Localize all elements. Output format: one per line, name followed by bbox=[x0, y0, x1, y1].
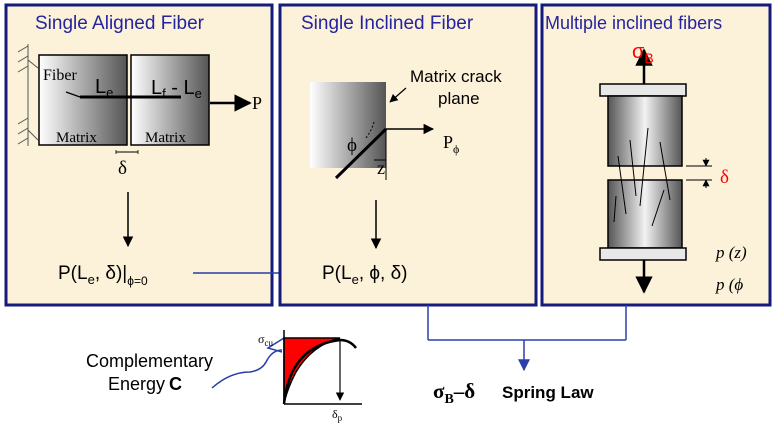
matrix-block-right bbox=[130, 54, 210, 146]
pz-label: p (z) bbox=[715, 243, 747, 262]
fiber-leader-line bbox=[65, 91, 81, 98]
top-grip-plate bbox=[599, 83, 687, 97]
panel-single-inclined-fiber: Single Inclined Fiber Matrix crack plane… bbox=[278, 3, 538, 307]
panel-multiple-title: Multiple inclined fibers bbox=[545, 13, 722, 33]
panel-aligned-title: Single Aligned Fiber bbox=[35, 13, 205, 34]
phi-angle-arc bbox=[365, 121, 375, 139]
crack-pointer-arrow bbox=[389, 87, 407, 103]
aligned-result-formula: P(Le, δ)|ϕ=0 bbox=[58, 263, 148, 288]
crack-label-line2: plane bbox=[438, 89, 480, 108]
z-label: z bbox=[377, 158, 385, 178]
inclined-load-label: Pϕ bbox=[443, 132, 459, 156]
delta-p-label: δp bbox=[332, 407, 343, 423]
multiple-delta-label: δ bbox=[720, 167, 729, 188]
bottom-connectors bbox=[211, 305, 627, 389]
sigma-cu-label: σcu bbox=[258, 332, 273, 348]
phi-label: ϕ bbox=[347, 135, 357, 156]
fiber-label: Fiber bbox=[43, 67, 77, 84]
crack-label-line1: Matrix crack bbox=[410, 67, 502, 86]
stress-crack-curve: σcu δp bbox=[258, 330, 362, 423]
panel-inclined-title: Single Inclined Fiber bbox=[301, 13, 474, 34]
panel-multiple-inclined-fibers: Multiple inclined fibers σB δ p (z) p (ϕ bbox=[540, 3, 772, 307]
energy-label-line1: Complementary bbox=[86, 351, 213, 371]
gap-delta-label: δ bbox=[118, 158, 127, 179]
lower-specimen bbox=[607, 179, 683, 249]
le-label: Le bbox=[95, 76, 113, 100]
matrix-left-label: Matrix bbox=[56, 130, 97, 146]
inclined-fiber bbox=[334, 127, 388, 180]
pphi-label: p (ϕ bbox=[715, 275, 743, 294]
lf-minus-le-label: Lf - Le bbox=[151, 77, 202, 101]
fixed-wall bbox=[17, 44, 39, 146]
load-label: P bbox=[252, 93, 262, 113]
matrix-block-left bbox=[38, 54, 128, 146]
sigma-b-label: σB bbox=[632, 41, 654, 66]
spring-law-symbol: σB–δ bbox=[433, 379, 475, 407]
panel-single-aligned-fiber: Single Aligned Fiber Fiber Le Lf - Le P … bbox=[4, 3, 274, 307]
matrix-block-inclined bbox=[310, 82, 386, 168]
panel-aligned-frame bbox=[4, 3, 274, 307]
stress-curve bbox=[282, 338, 357, 405]
bridging-fibers bbox=[613, 127, 671, 227]
matrix-right-label: Matrix bbox=[145, 130, 186, 146]
spring-law-text: Spring Law bbox=[502, 383, 594, 402]
bottom-grip-plate bbox=[599, 247, 687, 261]
inclined-result-formula: P(Le, ϕ, δ) bbox=[322, 263, 407, 287]
